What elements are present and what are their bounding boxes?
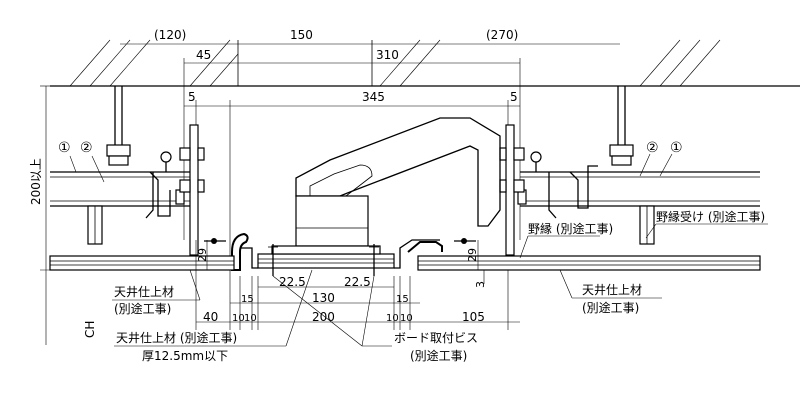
nobuchi-label: 野縁 (別途工事) [528,221,613,236]
dim-10-c: 10 [386,313,399,324]
dim-22-5-left: 22.5 [279,275,306,289]
dim-3: 3 [474,281,487,288]
dim-120: (120) [154,28,186,42]
ceiling-finish-right-line1: 天井仕上材 [582,283,642,297]
dim-130: 130 [312,291,335,305]
board-screw-left [268,244,278,276]
board-screw-line2: (別途工事) [410,348,467,363]
upper-slab [50,39,800,87]
marker-1-left: ① [58,140,71,156]
hanger-bolt-left [106,86,131,166]
clip-left [145,151,185,219]
bottom-dimension-lines [195,240,520,330]
board-screw-line1: ボード取付ビス [394,331,478,345]
channel-right [520,165,760,245]
frame-bracket-left [179,124,205,256]
ceiling-finish-bottom-line1: 天井仕上材 (別途工事) [116,330,237,345]
ceiling-finish-bottom-line2: 厚12.5mm以下 [142,349,228,363]
dim-29-left: 29 [196,248,209,262]
height-label: 200以上 [29,158,43,205]
dim-5-right: 5 [510,90,518,104]
ceiling-finish-right-line2: (別途工事) [582,300,639,315]
frame-hook-right [407,238,476,253]
ceiling-finish-left-line1: 天井仕上材 [114,285,174,299]
dim-345: 345 [362,90,385,104]
clip-right [517,151,557,219]
marker-2-right: ② [646,140,659,156]
board-screw-right [369,244,379,276]
marker-1-right: ① [670,140,683,156]
marker-2-left: ② [80,140,93,156]
dim-150: 150 [290,28,313,42]
dim-45: 45 [196,48,211,62]
ceiling-finish-left-line2: (別途工事) [114,301,171,316]
label-leaders [112,223,768,347]
dim-10-d: 10 [400,313,413,324]
dim-5-left: 5 [188,90,196,104]
dim-29-right: 29 [466,248,479,262]
dim-15-right: 15 [396,294,409,305]
hatch-lid [240,239,440,269]
dim-310: 310 [376,48,399,62]
dim-270: (270) [486,28,518,42]
dim-105: 105 [462,310,485,324]
dim-22-5-right: 22.5 [344,275,371,289]
nobuchi-uke-label: 野縁受け (別途工事) [656,209,765,224]
channel-left [50,171,192,245]
ch-label: CH [83,321,97,338]
frame-bracket-right [499,124,525,256]
ceiling-board-right [417,255,761,271]
dim-10-a: 10 [232,313,245,324]
dim-40: 40 [203,310,218,324]
marker-leaders [69,153,673,183]
ceiling-board-left [49,255,235,271]
dim-15-left: 15 [241,294,254,305]
hanger-bolt-right [609,86,634,166]
dim-10-b: 10 [244,313,257,324]
lid-arm [295,117,501,247]
frame-hook-left [204,232,249,271]
side-small-dims [206,240,485,284]
